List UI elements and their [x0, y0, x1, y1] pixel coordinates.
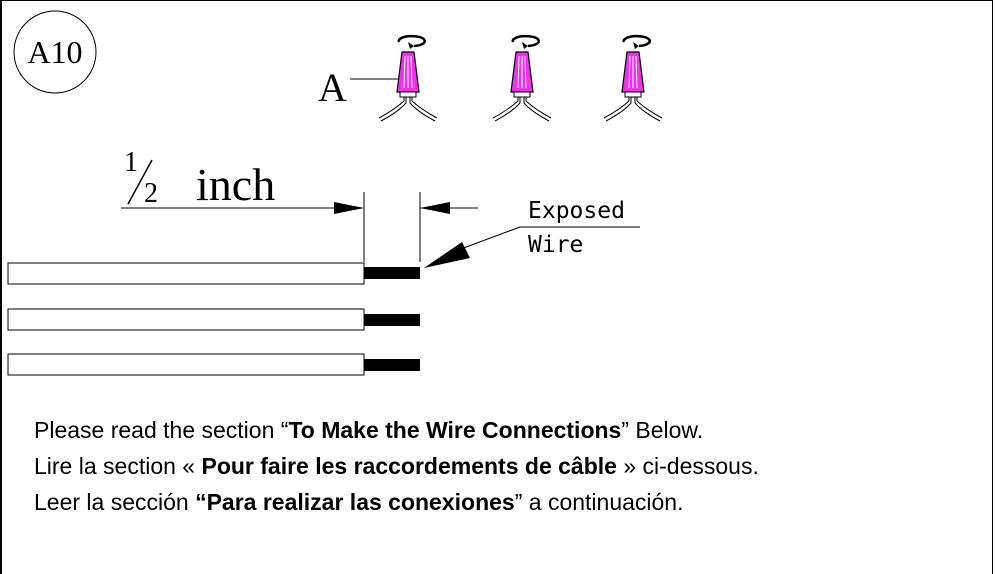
wire-insulation — [7, 262, 365, 285]
instruction-en: Please read the section “To Make the Wir… — [34, 412, 759, 448]
dimension-label: 1 2 inch — [124, 147, 275, 210]
twist-arrow-icon — [397, 34, 426, 48]
instruction-es-pre: Leer la sección — [34, 489, 196, 515]
callout-line1: Exposed — [528, 198, 625, 224]
instruction-fr-pre: Lire la section « — [34, 453, 202, 479]
exposed-conductor — [364, 359, 420, 371]
dimension-arrow-right-icon — [334, 202, 364, 214]
twist-arrow-icon — [622, 34, 651, 48]
step-badge-label: A10 — [27, 34, 82, 70]
instructions: Please read the section “To Make the Wir… — [34, 412, 759, 520]
callout-line2: Wire — [528, 232, 583, 258]
exposed-wire-callout: Exposed Wire — [424, 198, 640, 268]
instruction-fr-post: » ci-dessous. — [616, 453, 759, 479]
callout-arrow-icon — [424, 242, 470, 268]
instruction-en-pre: Please read the section “ — [34, 417, 289, 443]
twist-arrow-icon — [511, 34, 540, 48]
dimension-lines — [121, 192, 478, 262]
wire-insulation — [7, 353, 365, 376]
wire — [7, 353, 420, 376]
instruction-es-post: ” a continuación. — [514, 489, 684, 515]
instruction-es: Leer la sección “Para realizar las conex… — [34, 484, 759, 520]
exposed-conductor — [364, 267, 420, 279]
dimension-unit: inch — [196, 159, 275, 210]
instruction-en-post: ” Below. — [621, 417, 704, 443]
instruction-en-section: To Make the Wire Connections — [288, 417, 622, 443]
step-badge: A10 — [13, 10, 97, 94]
dimension-arrow-left-icon — [420, 202, 450, 214]
instruction-fr-section: Pour faire les raccordements de câble — [201, 453, 617, 479]
dimension-numerator: 1 — [124, 147, 138, 178]
instruction-es-section: “Para realizar las conexiones — [195, 489, 515, 515]
connector-label: A — [318, 65, 347, 110]
instruction-fr: Lire la section « Pour faire les raccord… — [34, 448, 759, 484]
exposed-conductor — [364, 314, 420, 326]
wire — [7, 308, 420, 331]
dimension-denominator: 2 — [144, 178, 158, 209]
wire-connector — [603, 34, 663, 122]
wire-insulation — [7, 308, 365, 331]
wire-connector — [492, 34, 552, 122]
wire-connector — [378, 34, 438, 122]
wire — [7, 262, 420, 285]
